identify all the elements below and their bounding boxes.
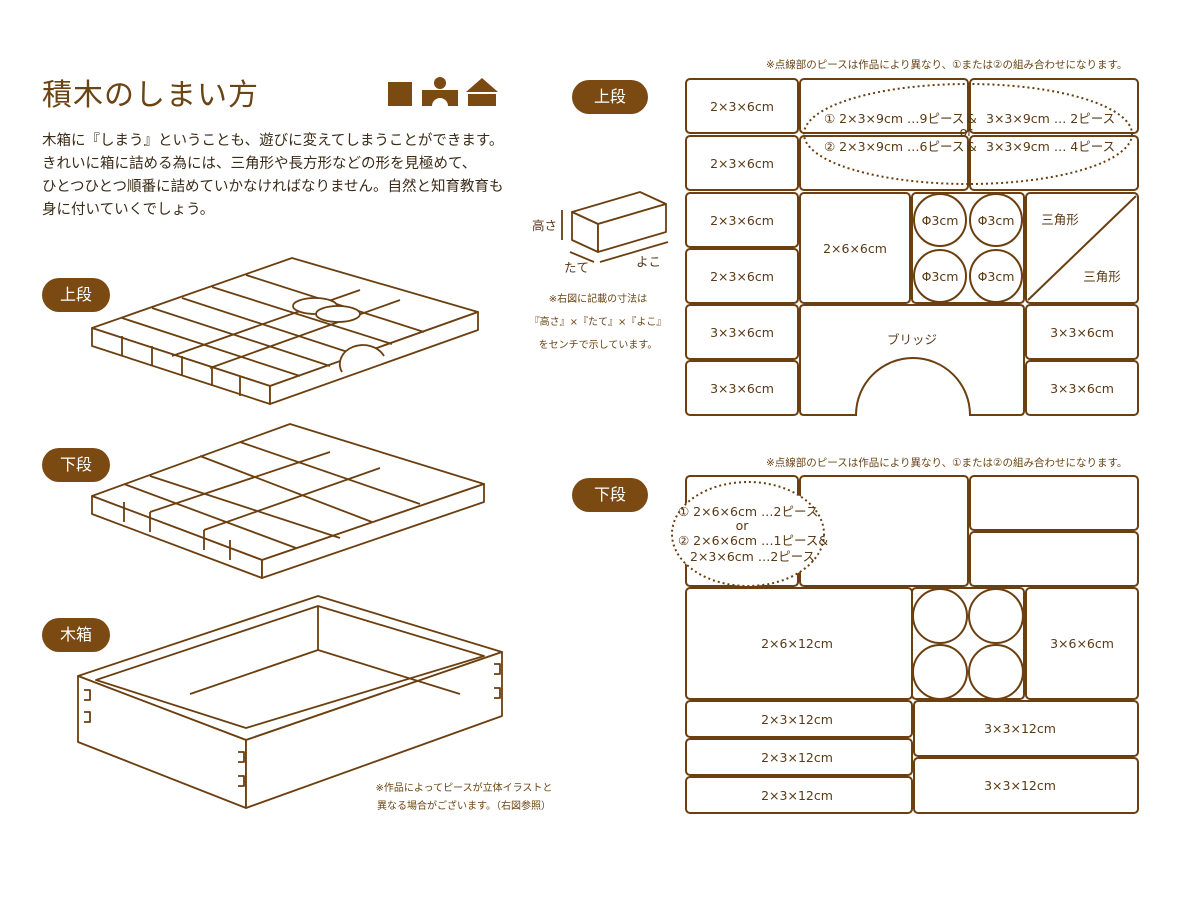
option-1a: ① 2×3×9cm …9ピース: [824, 111, 964, 126]
lower-piece-rr1: 3×3×12cm: [984, 721, 1056, 736]
upper-dotted-note: ※点線部のピースは作品により異なり、①または②の組み合わせになります。: [766, 59, 1128, 71]
lower-option-2b: 2×3×6cm …2ピース: [690, 549, 815, 564]
piece-r4: 2×3×6cm: [710, 269, 774, 284]
dimension-note: ※右図に記載の寸法は 『高さ』×『たて』×『よこ』 をセンチで示しています。: [528, 288, 668, 357]
lower-tier-illustration: [91, 423, 485, 579]
iso-note-line: 異なる場合がございます。（右図参照）: [377, 801, 551, 812]
piece-r3: 2×3×6cm: [710, 213, 774, 228]
option-2b: 3×3×9cm … 4ピース: [986, 139, 1115, 154]
piece-rr1: 3×3×6cm: [1050, 325, 1114, 340]
block-icons: [388, 77, 498, 106]
option-amp: &: [967, 111, 977, 126]
piece-r2: 2×3×6cm: [710, 156, 774, 171]
lower-piece-l3: 2×3×12cm: [761, 788, 833, 803]
piece-rr2: 3×3×6cm: [1050, 381, 1114, 396]
piece-bridge: ブリッジ: [887, 332, 937, 347]
piece-cyl: Φ3cm: [922, 213, 959, 228]
lower-option-2a: ② 2×6×6cm …1ピース&: [678, 533, 828, 548]
lower-tier-label: 下段: [42, 448, 110, 482]
upper-plan-label: 上段: [572, 80, 648, 114]
piece-cyl: Φ3cm: [978, 213, 1015, 228]
iso-note-line: ※作品によってピースが立体イラストと: [375, 783, 553, 794]
dimension-block-diagram: 高さ たて よこ: [532, 191, 669, 275]
intro-line: 木箱に『しまう』ということも、遊びに変えてしまうことができます。: [42, 133, 504, 149]
page-title: 積木のしまい方: [42, 78, 259, 113]
square-block-icon: [388, 82, 412, 106]
lower-piece-l1: 2×3×12cm: [761, 712, 833, 727]
upper-tier-illustration: [91, 257, 479, 405]
intro-line: きれいに箱に詰める為には、三角形や長方形などの形を見極めて、: [42, 156, 477, 172]
dimension-note-line: ※右図に記載の寸法は: [548, 294, 648, 305]
intro-line: 身に付いていくでしょう。: [42, 202, 215, 218]
piece-cyl: Φ3cm: [922, 269, 959, 284]
wooden-box-illustration: [77, 595, 503, 809]
intro-line: ひとつひとつ順番に詰めていかなければなりません。自然と知育教育も: [42, 179, 504, 195]
lower-piece-big: 2×6×12cm: [761, 636, 833, 651]
upper-tier-label: 上段: [42, 278, 110, 312]
piece-cyl: Φ3cm: [978, 269, 1015, 284]
iso-note: ※作品によってピースが立体イラストと 異なる場合がございます。（右図参照）: [360, 780, 568, 816]
dimension-note-line: をセンチで示しています。: [538, 340, 658, 351]
lower-dotted-note: ※点線部のピースは作品により異なり、①または②の組み合わせになります。: [766, 457, 1128, 469]
dimension-note-line: 『高さ』×『たて』×『よこ』: [529, 317, 667, 328]
bridge-block-icon: [422, 77, 458, 106]
piece-r1: 2×3×6cm: [710, 99, 774, 114]
lower-plan-label: 下段: [572, 478, 648, 512]
piece-triangle: 三角形: [1083, 269, 1121, 284]
piece-big: 2×6×6cm: [823, 241, 887, 256]
piece-triangle: 三角形: [1041, 212, 1079, 227]
lower-option-or: or: [736, 518, 750, 533]
option-1b: 3×3×9cm … 2ピース: [986, 111, 1115, 126]
width-label: よこ: [636, 254, 661, 269]
option-2a: ② 2×3×9cm …6ピース: [824, 139, 964, 154]
lower-piece-rr2: 3×3×12cm: [984, 778, 1056, 793]
lower-piece-l2: 2×3×12cm: [761, 750, 833, 765]
piece-r5: 3×3×6cm: [710, 325, 774, 340]
upper-plan: 2×3×6cm 2×3×6cm 2×3×6cm 2×3×6cm 3×3×6cm …: [685, 78, 1139, 416]
height-label: 高さ: [532, 218, 557, 233]
lower-piece-right: 3×6×6cm: [1050, 636, 1114, 651]
option-or: or: [960, 124, 974, 139]
option-amp: &: [967, 139, 977, 154]
depth-label: たて: [564, 260, 589, 275]
piece-r6: 3×3×6cm: [710, 381, 774, 396]
box-label: 木箱: [42, 618, 110, 652]
lower-plan: ① 2×6×6cm …2ピース or ② 2×6×6cm …1ピース& 2×3×…: [671, 475, 1139, 814]
house-block-icon: [466, 78, 498, 106]
intro-text: 木箱に『しまう』ということも、遊びに変えてしまうことができます。 きれいに箱に詰…: [42, 130, 542, 222]
lower-option-1: ① 2×6×6cm …2ピース: [678, 504, 818, 519]
